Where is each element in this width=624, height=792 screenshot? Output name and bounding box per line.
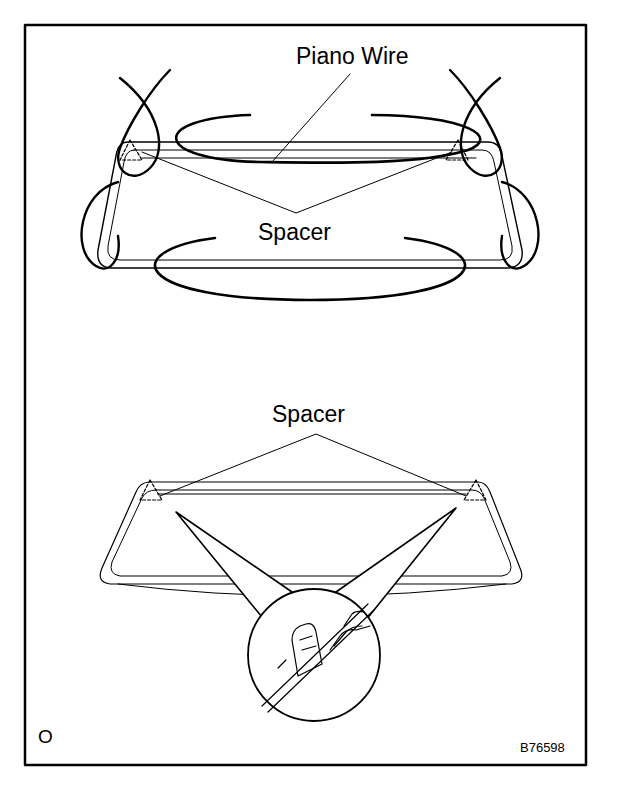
glass-inner-outline (111, 490, 511, 576)
leader-line (272, 74, 350, 162)
piano-wire-line (158, 493, 466, 494)
glass-inner-outline (108, 150, 513, 260)
spacer-symbol (464, 480, 486, 500)
piano-wire-loop (155, 238, 465, 300)
piano-wire-loop (176, 115, 480, 163)
magnifier-circle (248, 589, 380, 721)
frame (25, 25, 586, 765)
spacer-symbol (140, 480, 162, 500)
part-label: Spacer (272, 403, 345, 426)
part-label: Piano Wire (296, 45, 408, 68)
piano-wire-loop (501, 182, 538, 268)
glass-outline (98, 142, 522, 268)
spacer-symbol (120, 140, 142, 160)
piano-wire-loop (82, 182, 119, 268)
spacer-symbol (446, 140, 468, 160)
spacer-detail (262, 604, 374, 712)
page-mark: O (38, 727, 53, 746)
glass-outline (100, 482, 522, 584)
figure-code: B76598 (520, 741, 565, 754)
part-label: Spacer (258, 221, 331, 244)
leader-line (142, 152, 452, 213)
leader-line (160, 434, 466, 496)
